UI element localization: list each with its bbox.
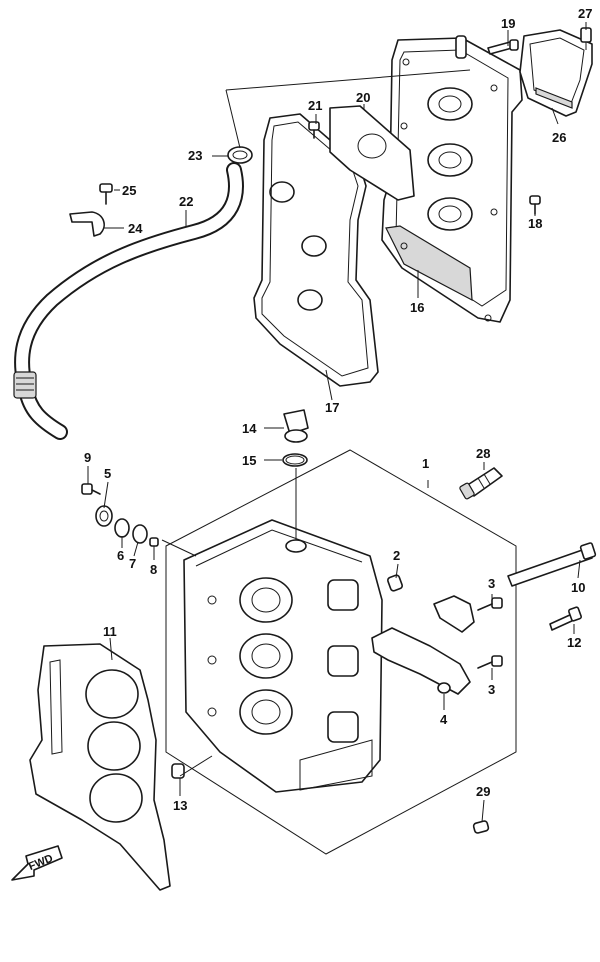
callout-22: 22 <box>179 194 193 209</box>
o-ring-15 <box>282 453 308 467</box>
breather-hose <box>13 162 244 440</box>
forward-arrow-icon <box>11 845 63 881</box>
dowel-pin-2 <box>387 574 403 592</box>
callout-20: 20 <box>356 90 370 105</box>
callout-11: 11 <box>103 624 117 639</box>
callout-1: 1 <box>422 456 429 471</box>
callout-18: 18 <box>528 216 542 231</box>
oil-filler-cap <box>283 409 309 443</box>
bolt-19 <box>487 39 519 55</box>
callout-9: 9 <box>84 450 91 465</box>
callout-7: 7 <box>129 556 136 571</box>
assembly-outline <box>165 449 517 855</box>
dowel-pin-29 <box>472 820 490 834</box>
clip-24 <box>69 211 105 237</box>
callout-8: 8 <box>150 562 157 577</box>
callout-6: 6 <box>117 548 124 563</box>
bolt-9 <box>81 483 101 495</box>
seal-7 <box>132 524 148 544</box>
callout-23: 23 <box>188 148 202 163</box>
callout-15: 15 <box>242 453 256 468</box>
bolt-3-upper <box>477 597 503 611</box>
callout-3-lower: 3 <box>488 682 495 697</box>
leader-lines <box>87 22 587 823</box>
callout-13: 13 <box>173 798 187 813</box>
callout-29: 29 <box>476 784 490 799</box>
callout-4: 4 <box>440 712 448 727</box>
callout-27: 27 <box>578 6 592 21</box>
bolt-8 <box>149 537 159 547</box>
callout-25: 25 <box>122 183 136 198</box>
hose-clamp <box>227 146 253 164</box>
bracket-upper <box>433 595 475 633</box>
callout-10: 10 <box>571 580 585 595</box>
dowel-pin-13 <box>171 763 185 779</box>
spark-plug <box>459 467 503 500</box>
callout-26: 26 <box>552 130 566 145</box>
callout-17: 17 <box>325 400 339 415</box>
callouts: 1 2 3 3 4 5 6 7 8 9 10 11 12 13 14 15 16… <box>84 6 592 813</box>
cylinder-head <box>183 519 383 793</box>
bolt-21 <box>308 121 320 139</box>
callout-5: 5 <box>104 466 111 481</box>
head-gasket <box>29 643 171 891</box>
callout-14: 14 <box>242 421 257 436</box>
bracket-lower <box>371 627 471 695</box>
washer-6 <box>114 518 130 538</box>
fwd-marker: FWD <box>11 845 63 881</box>
bolt-12 <box>549 606 582 631</box>
callout-19: 19 <box>501 16 515 31</box>
bolt-10 <box>507 542 597 587</box>
plate-20 <box>329 105 415 201</box>
callout-12: 12 <box>567 635 581 650</box>
bolt-25 <box>99 183 113 205</box>
callout-24: 24 <box>128 221 143 236</box>
callout-16: 16 <box>410 300 424 315</box>
cylinder-head-cover <box>381 35 523 323</box>
plug-5 <box>95 505 113 527</box>
callout-2: 2 <box>393 548 400 563</box>
callout-21: 21 <box>308 98 322 113</box>
callout-3-upper: 3 <box>488 576 495 591</box>
cover-plate <box>519 29 593 117</box>
callout-28: 28 <box>476 446 490 461</box>
bolt-3-lower <box>477 655 503 669</box>
